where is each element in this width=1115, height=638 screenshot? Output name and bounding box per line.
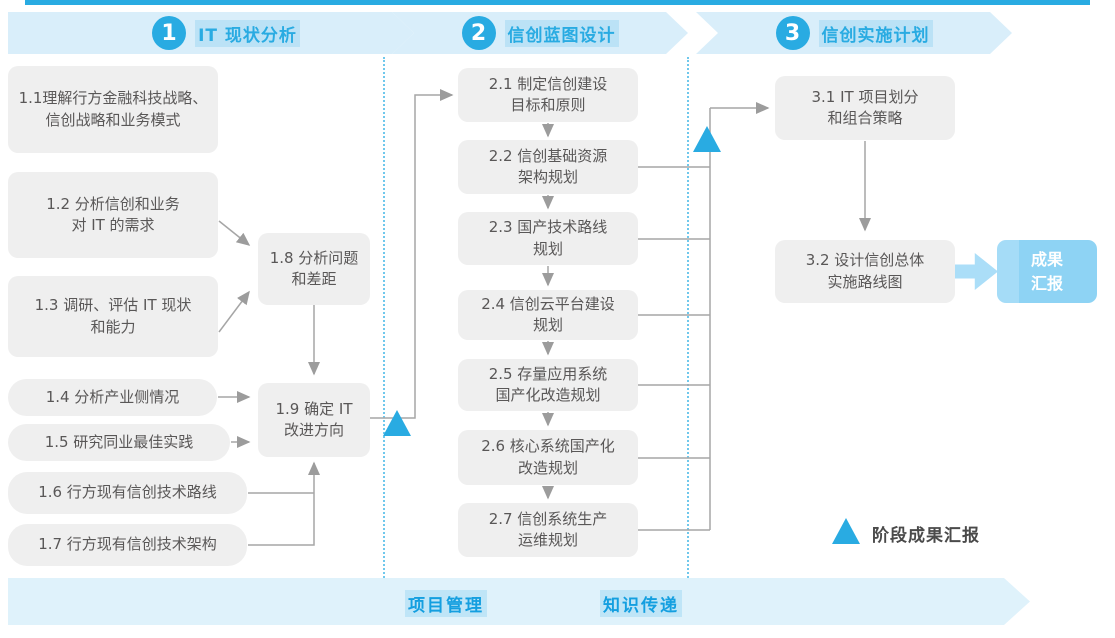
report-box: 成果 汇报 xyxy=(997,240,1097,303)
milestone-triangle-phase2-icon xyxy=(693,126,721,152)
box-1-6-label: 1.6 行方现有信创技术路线 xyxy=(38,483,217,502)
box-2-2: 2.2 信创基础资源 架构规划 xyxy=(458,140,638,194)
phase1-number-badge: 1 xyxy=(152,16,186,50)
phase1-title: IT 现状分析 xyxy=(195,20,300,47)
box-2-1: 2.1 制定信创建设 目标和原则 xyxy=(458,68,638,122)
box-1-6: 1.6 行方现有信创技术路线 xyxy=(8,472,247,514)
phase3-header: 3 信创实施计划 xyxy=(696,12,1012,54)
legend-triangle-icon xyxy=(832,518,860,544)
box-1-2-label: 1.2 分析信创和业务 对 IT 的需求 xyxy=(46,194,180,234)
connector-1-2-to-1-8 xyxy=(218,220,251,246)
box-3-2: 3.2 设计信创总体 实施路线图 xyxy=(775,240,955,303)
box-1-3: 1.3 调研、评估 IT 现状 和能力 xyxy=(8,276,218,357)
box-2-7: 2.7 信创系统生产 运维规划 xyxy=(458,503,638,557)
report-arrow-icon xyxy=(955,253,998,290)
box-1-9-label: 1.9 确定 IT 改进方向 xyxy=(275,399,353,439)
phase2-number-badge: 2 xyxy=(462,16,496,50)
box-2-7-label: 2.7 信创系统生产 运维规划 xyxy=(488,509,608,549)
footer-label-knowledge-transfer: 知识传递 xyxy=(600,590,682,617)
box-1-4-label: 1.4 分析产业侧情况 xyxy=(45,387,180,406)
box-1-9: 1.9 确定 IT 改进方向 xyxy=(258,383,370,457)
box-1-8: 1.8 分析问题 和差距 xyxy=(258,233,370,305)
box-1-2: 1.2 分析信创和业务 对 IT 的需求 xyxy=(8,172,218,258)
phase1-header: 1 IT 现状分析 xyxy=(8,12,414,54)
box-2-4-label: 2.4 信创云平台建设 规划 xyxy=(481,294,615,334)
box-3-1-label: 3.1 IT 项目划分 和组合策略 xyxy=(811,87,919,127)
connector-1-3-to-1-8 xyxy=(218,290,250,333)
top-accent-stripe xyxy=(25,0,1090,5)
phase2-header: 2 信创蓝图设计 xyxy=(392,12,688,54)
box-1-3-label: 1.3 调研、评估 IT 现状 和能力 xyxy=(34,296,192,336)
box-2-5: 2.5 存量应用系统 国产化改造规划 xyxy=(458,359,638,411)
connector-1-7-to-1-9 xyxy=(248,461,320,546)
box-2-1-label: 2.1 制定信创建设 目标和原则 xyxy=(488,74,608,114)
box-2-2-label: 2.2 信创基础资源 架构规划 xyxy=(488,146,608,186)
box-1-1: 1.1理解行方金融科技战略、 信创战略和业务模式 xyxy=(8,66,218,153)
box-2-5-label: 2.5 存量应用系统 国产化改造规划 xyxy=(488,364,608,404)
phase1-phase2-separator xyxy=(383,57,385,578)
footer-band xyxy=(8,578,1030,625)
box-2-6-label: 2.6 核心系统国产化 改造规划 xyxy=(481,437,615,477)
report-box-label: 成果 汇报 xyxy=(1030,250,1063,293)
box-1-8-label: 1.8 分析问题 和差距 xyxy=(269,248,359,288)
box-1-5: 1.5 研究同业最佳实践 xyxy=(8,424,230,461)
phase3-number-badge: 3 xyxy=(776,16,810,50)
box-1-4: 1.4 分析产业侧情况 xyxy=(8,379,217,416)
box-2-3: 2.3 国产技术路线 规划 xyxy=(458,212,638,265)
milestone-triangle-phase1-icon xyxy=(383,410,411,436)
box-2-4: 2.4 信创云平台建设 规划 xyxy=(458,290,638,340)
footer-label-project-management: 项目管理 xyxy=(405,590,487,617)
box-2-6: 2.6 核心系统国产化 改造规划 xyxy=(458,430,638,485)
phase2-title: 信创蓝图设计 xyxy=(505,20,619,47)
phase3-title: 信创实施计划 xyxy=(819,20,933,47)
box-2-3-label: 2.3 国产技术路线 规划 xyxy=(488,218,608,258)
box-1-7-label: 1.7 行方现有信创技术架构 xyxy=(38,535,217,554)
box-3-1: 3.1 IT 项目划分 和组合策略 xyxy=(775,76,955,140)
box-1-7: 1.7 行方现有信创技术架构 xyxy=(8,524,247,566)
legend-label: 阶段成果汇报 xyxy=(872,526,980,546)
box-3-2-label: 3.2 设计信创总体 实施路线图 xyxy=(805,251,925,291)
box-1-5-label: 1.5 研究同业最佳实践 xyxy=(44,432,194,451)
phase2-phase3-separator xyxy=(687,57,689,578)
box-1-1-label: 1.1理解行方金融科技战略、 信创战略和业务模式 xyxy=(18,89,208,129)
